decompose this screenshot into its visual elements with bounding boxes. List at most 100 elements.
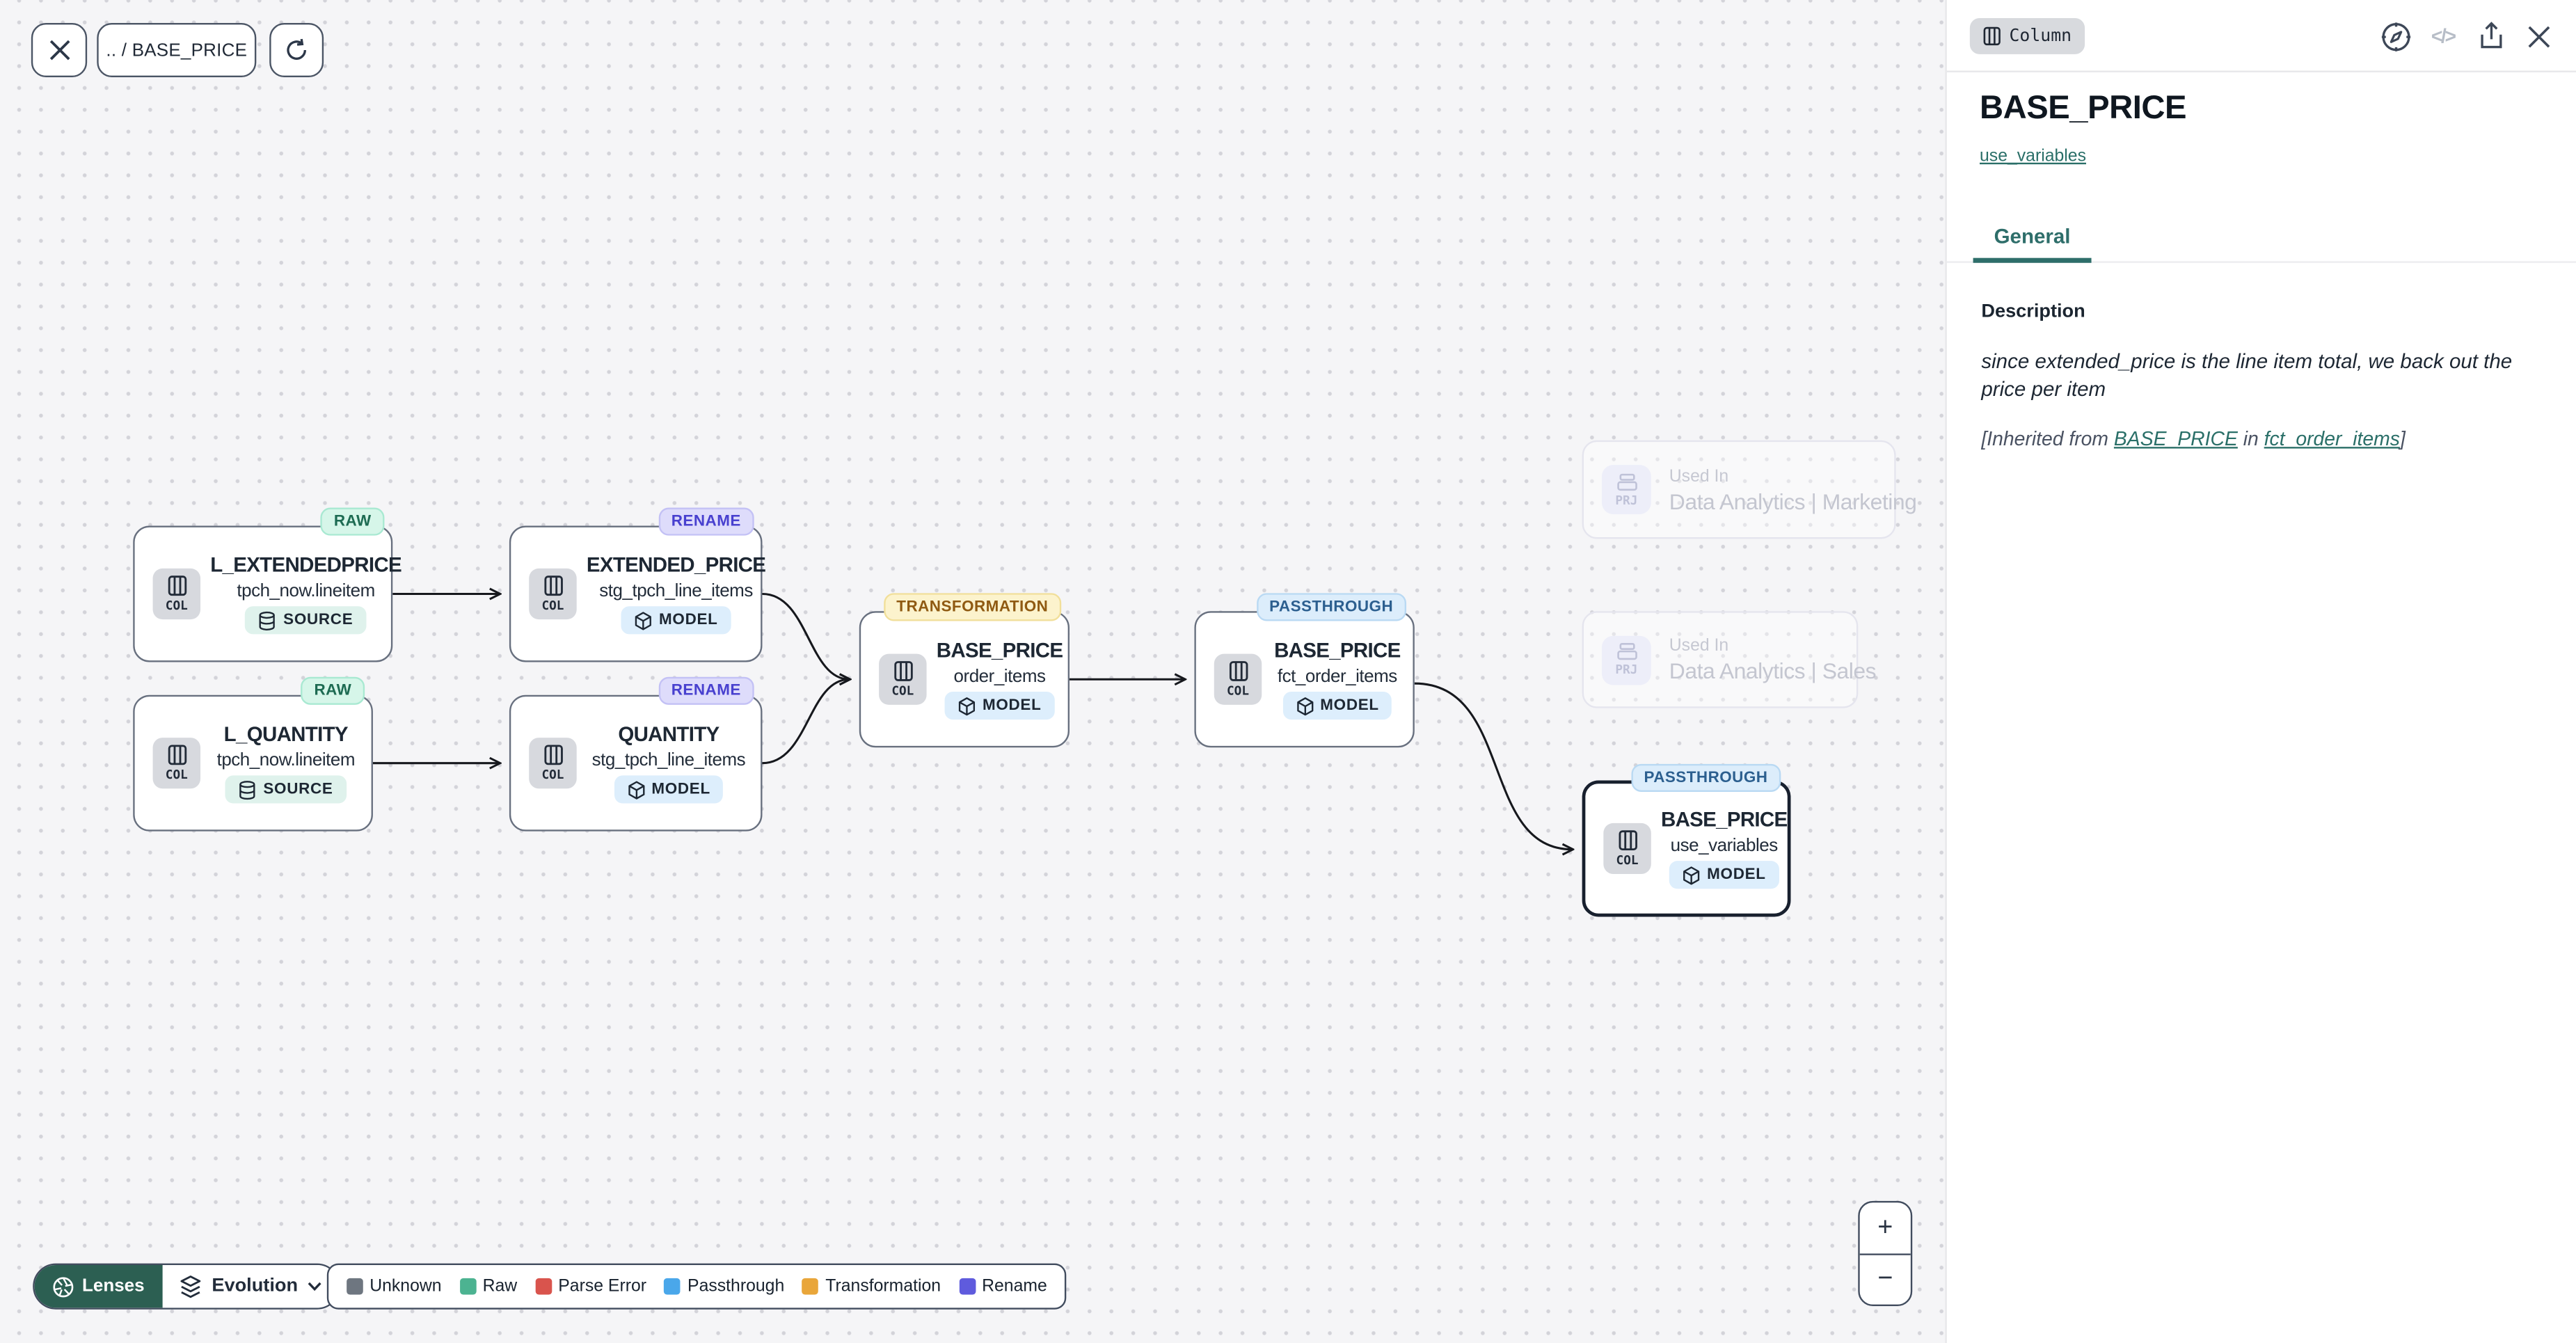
refresh-button[interactable] xyxy=(269,23,324,77)
node-type-label: COL xyxy=(891,683,914,699)
database-icon xyxy=(260,610,276,630)
used-in-label: Used In xyxy=(1669,635,1729,656)
node-kind-pill: MODEL xyxy=(621,606,731,635)
ghost-node-sales[interactable]: PRJ Used In Data Analytics | Sales xyxy=(1582,611,1877,708)
legend-item: Rename xyxy=(959,1276,1047,1296)
lineage-node-base-price-use-variables[interactable]: PASSTHROUGH COL BASE_PRICE use_variables… xyxy=(1582,763,1791,917)
lineage-canvas[interactable]: .. / BASE_PRICE PRJ Used In Data Analyti… xyxy=(0,0,1946,1343)
node-subtitle: stg_tpch_line_items xyxy=(599,581,753,602)
database-icon xyxy=(239,779,256,799)
share-icon[interactable] xyxy=(2474,19,2507,52)
node-kind-pill: MODEL xyxy=(1669,861,1779,889)
legend-swatch xyxy=(959,1278,976,1295)
edge-type-badge: RENAME xyxy=(658,507,754,535)
ghost-node-marketing[interactable]: PRJ Used In Data Analytics | Marketing xyxy=(1582,440,1917,539)
lineage-node-l-quantity[interactable]: RAW COL L_QUANTITY tpch_now.lineitem SOU… xyxy=(133,676,373,832)
node-type-label: PRJ xyxy=(1615,662,1638,677)
chevron-down-icon xyxy=(308,1282,322,1292)
project-type-chip: PRJ xyxy=(1601,635,1651,685)
lineage-node-base-price-order-items[interactable]: TRANSFORMATION COL BASE_PRICE order_item… xyxy=(859,592,1070,748)
column-icon xyxy=(167,745,186,765)
edge-type-badge: TRANSFORMATION xyxy=(883,592,1062,621)
node-kind-pill: MODEL xyxy=(1282,691,1392,720)
lenses-button[interactable]: Lenses xyxy=(34,1264,163,1308)
lens-aperture-icon xyxy=(53,1276,74,1297)
column-type-chip: COL xyxy=(879,653,927,705)
lineage-node-base-price-fct-order-items[interactable]: PASSTHROUGH COL BASE_PRICE fct_order_ite… xyxy=(1194,592,1415,748)
node-title: BASE_PRICE xyxy=(1274,639,1401,662)
legend-swatch xyxy=(535,1278,552,1295)
column-type-chip: COL xyxy=(152,738,201,789)
lens-selector-dropdown[interactable]: Evolution xyxy=(162,1264,340,1308)
legend-item: Parse Error xyxy=(535,1276,646,1296)
edge-type-badge: RAW xyxy=(301,676,365,704)
used-in-label: Used In xyxy=(1669,466,1729,486)
node-subtitle: stg_tpch_line_items xyxy=(591,750,746,771)
legend-item: Transformation xyxy=(802,1276,941,1296)
project-type-chip: PRJ xyxy=(1601,465,1651,514)
entity-type-badge: Column xyxy=(1969,17,2085,54)
node-kind-pill: SOURCE xyxy=(245,606,367,635)
legend-swatch xyxy=(459,1278,477,1295)
node-type-label: PRJ xyxy=(1615,492,1638,507)
panel-header: Column </> xyxy=(1946,0,2576,72)
breadcrumb[interactable]: .. / BASE_PRICE xyxy=(97,23,257,77)
model-cube-icon xyxy=(635,611,652,630)
inherited-from-line: [Inherited from BASE_PRICE in fct_order_… xyxy=(1981,427,2406,450)
node-type-label: COL xyxy=(165,767,188,782)
node-subtitle: tpch_now.lineitem xyxy=(237,581,375,602)
lineage-node-extended-price[interactable]: RENAME COL EXTENDED_PRICE stg_tpch_line_… xyxy=(509,507,766,662)
inherited-column-link[interactable]: BASE_PRICE xyxy=(2113,427,2238,450)
node-title: L_EXTENDEDPRICE xyxy=(210,553,401,577)
layers-icon xyxy=(180,1274,201,1298)
legend-swatch xyxy=(802,1278,819,1295)
zoom-controls: + − xyxy=(1858,1200,1913,1306)
compass-icon[interactable] xyxy=(2379,19,2412,52)
project-name: Data Analytics | Sales xyxy=(1669,658,1877,684)
node-title: QUANTITY xyxy=(618,722,719,746)
node-type-label: COL xyxy=(541,767,564,782)
close-lineage-button[interactable] xyxy=(31,23,88,77)
project-icon xyxy=(1616,472,1637,490)
tab-general[interactable]: General xyxy=(1973,215,2092,263)
close-panel-icon[interactable] xyxy=(2522,19,2554,52)
model-cube-icon xyxy=(628,780,644,799)
node-kind-pill: MODEL xyxy=(614,775,724,804)
detail-panel: Column </> BASE_PRICE use_variables Gene… xyxy=(1945,0,2576,1343)
column-type-chip: COL xyxy=(529,568,577,620)
column-icon xyxy=(1618,830,1637,851)
lineage-node-quantity[interactable]: RENAME COL QUANTITY stg_tpch_line_items … xyxy=(509,676,763,832)
node-title: BASE_PRICE xyxy=(936,639,1063,662)
description-section: Description since extended_price is the … xyxy=(1947,263,2576,450)
breadcrumb-label: .. / BASE_PRICE xyxy=(106,40,248,61)
node-title: EXTENDED_PRICE xyxy=(586,553,766,577)
node-type-label: COL xyxy=(165,598,188,613)
column-icon xyxy=(1983,26,2001,46)
node-type-label: COL xyxy=(1616,852,1639,868)
model-link[interactable]: use_variables xyxy=(1980,146,2086,166)
column-icon xyxy=(543,745,562,765)
lenses-control: Lenses Evolution xyxy=(33,1263,341,1310)
zoom-in-button[interactable]: + xyxy=(1877,1213,1893,1241)
column-icon xyxy=(543,575,562,596)
project-icon xyxy=(1616,643,1637,660)
column-type-chip: COL xyxy=(1214,653,1262,705)
model-cube-icon xyxy=(958,696,976,715)
node-type-label: COL xyxy=(541,598,564,613)
legend-swatch xyxy=(347,1278,363,1295)
column-icon xyxy=(167,575,186,596)
code-icon[interactable]: </> xyxy=(2431,24,2456,48)
node-title: BASE_PRICE xyxy=(1660,808,1788,832)
lineage-node-l-extendedprice[interactable]: RAW COL L_EXTENDEDPRICE tpch_now.lineite… xyxy=(133,507,402,662)
zoom-out-button[interactable]: − xyxy=(1859,1253,1911,1304)
inherited-model-link[interactable]: fct_order_items xyxy=(2264,427,2400,450)
node-subtitle: use_variables xyxy=(1670,836,1779,857)
node-subtitle: tpch_now.lineitem xyxy=(216,750,356,771)
refresh-icon xyxy=(287,38,306,60)
column-type-chip: COL xyxy=(152,568,201,620)
node-kind-pill: SOURCE xyxy=(225,775,347,804)
edge-type-badge: PASSTHROUGH xyxy=(1630,763,1781,791)
legend-item: Unknown xyxy=(347,1276,442,1296)
node-type-label: COL xyxy=(1227,683,1249,699)
legend-item: Raw xyxy=(459,1276,517,1296)
